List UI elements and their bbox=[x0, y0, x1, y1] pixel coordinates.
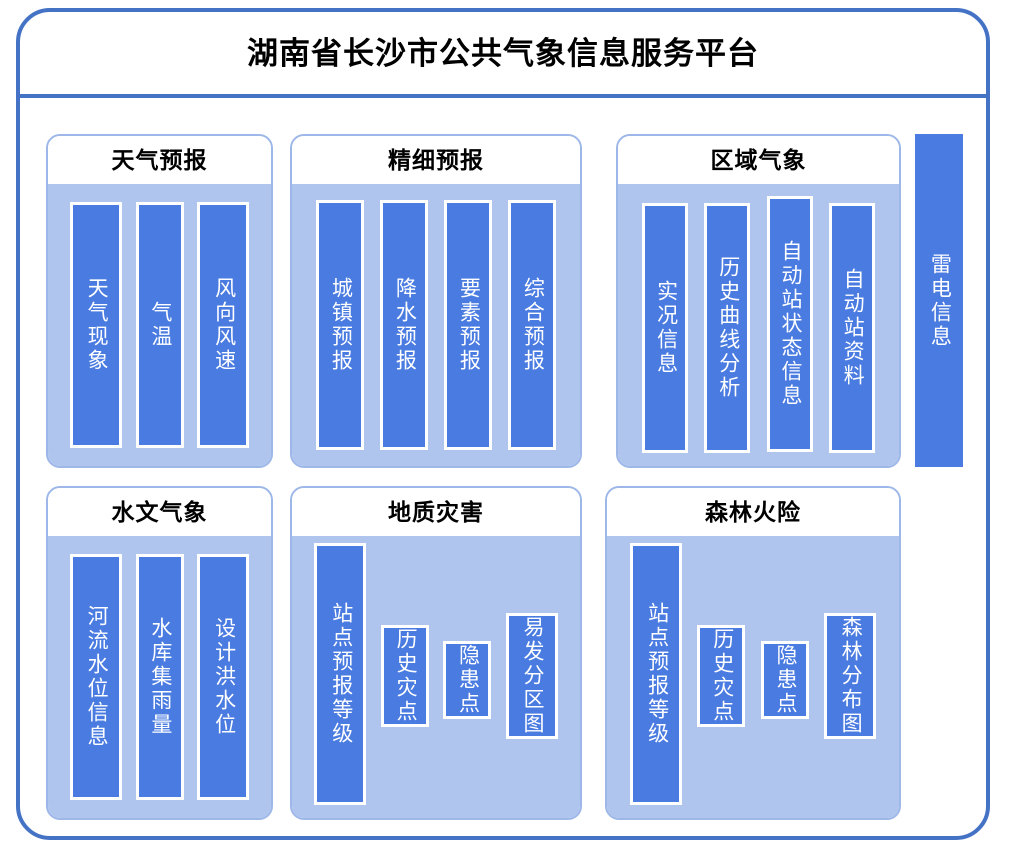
item-label: 历史灾点 bbox=[394, 628, 418, 724]
group-title: 森林火险 bbox=[705, 498, 801, 525]
item-label: 雷电信息 bbox=[928, 252, 952, 349]
item-label: 森林分布图 bbox=[839, 616, 863, 736]
group-title: 区域气象 bbox=[710, 146, 807, 173]
group-body-weather-forecast: 天气现象 气温 风向风速 bbox=[48, 184, 271, 466]
item-bar-hidden-danger-points[interactable]: 隐患点 bbox=[443, 641, 492, 719]
group-card-hydro-weather[interactable]: 水文气象 河流水位信息 水库集雨量 设计洪水位 bbox=[46, 486, 273, 820]
group-header-regional-weather: 区域气象 bbox=[618, 136, 899, 184]
item-label: 风向风速 bbox=[212, 277, 236, 373]
group-body-hydro-weather: 河流水位信息 水库集雨量 设计洪水位 bbox=[48, 536, 271, 818]
group-title: 地质灾害 bbox=[388, 498, 484, 525]
item-label: 易发分区图 bbox=[520, 616, 544, 736]
item-bar-comprehensive-forecast[interactable]: 综合预报 bbox=[508, 200, 556, 450]
item-bar-design-flood-level[interactable]: 设计洪水位 bbox=[197, 554, 250, 800]
group-title: 水文气象 bbox=[111, 498, 208, 525]
item-bar-element-forecast[interactable]: 要素预报 bbox=[444, 200, 492, 450]
item-bar-station-status-information[interactable]: 自动站状态信息 bbox=[766, 196, 813, 452]
item-bar-lightning-information[interactable]: 雷电信息 bbox=[915, 134, 963, 467]
item-bar-precipitation-forecast[interactable]: 降水预报 bbox=[380, 200, 428, 450]
item-label: 综合预报 bbox=[521, 277, 545, 373]
platform-frame: 湖南省长沙市公共气象信息服务平台 天气预报 天气现象 气温 风向风速 bbox=[16, 8, 990, 840]
item-label: 自动站状态信息 bbox=[778, 240, 802, 408]
group-body-fine-forecast: 城镇预报 降水预报 要素预报 综合预报 bbox=[292, 184, 580, 466]
item-bar-wind-direction-speed[interactable]: 风向风速 bbox=[197, 202, 250, 448]
group-card-geo-hazard[interactable]: 地质灾害 站点预报等级 历史灾点 隐患点 易发分区图 bbox=[290, 486, 582, 820]
item-bar-weather-phenomenon[interactable]: 天气现象 bbox=[69, 202, 122, 448]
group-header-fine-forecast: 精细预报 bbox=[292, 136, 580, 184]
group-card-weather-forecast[interactable]: 天气预报 天气现象 气温 风向风速 bbox=[46, 134, 273, 468]
item-label: 降水预报 bbox=[393, 277, 417, 373]
item-bar-live-information[interactable]: 实况信息 bbox=[642, 203, 689, 453]
group-body-regional-weather: 实况信息 历史曲线分析 自动站状态信息 自动站资料 bbox=[618, 184, 899, 466]
item-label: 隐患点 bbox=[456, 644, 480, 716]
item-label: 河流水位信息 bbox=[85, 605, 109, 749]
item-bar-historical-disaster-points[interactable]: 历史灾点 bbox=[697, 625, 746, 727]
item-bar-forest-distribution-map[interactable]: 森林分布图 bbox=[823, 613, 876, 739]
item-label: 水库集雨量 bbox=[148, 617, 172, 737]
group-card-forest-fire[interactable]: 森林火险 站点预报等级 历史灾点 隐患点 森林分布图 bbox=[605, 486, 901, 820]
group-card-regional-weather[interactable]: 区域气象 实况信息 历史曲线分析 自动站状态信息 自动站资料 bbox=[616, 134, 901, 468]
item-label: 站点预报等级 bbox=[645, 602, 669, 746]
item-bar-hidden-danger-points[interactable]: 隐患点 bbox=[760, 641, 809, 719]
group-title: 精细预报 bbox=[388, 146, 484, 173]
item-bar-station-forecast-level[interactable]: 站点预报等级 bbox=[314, 543, 367, 805]
item-label: 隐患点 bbox=[773, 644, 797, 716]
item-bar-river-water-level[interactable]: 河流水位信息 bbox=[69, 554, 122, 800]
group-header-forest-fire: 森林火险 bbox=[607, 488, 899, 536]
item-label: 要素预报 bbox=[457, 277, 481, 373]
group-header-geo-hazard: 地质灾害 bbox=[292, 488, 580, 536]
item-bar-town-forecast[interactable]: 城镇预报 bbox=[316, 200, 364, 450]
item-bar-reservoir-rainfall[interactable]: 水库集雨量 bbox=[135, 554, 184, 800]
item-bar-susceptibility-zoning-map[interactable]: 易发分区图 bbox=[505, 613, 558, 739]
item-label: 实况信息 bbox=[654, 280, 678, 376]
group-body-geo-hazard: 站点预报等级 历史灾点 隐患点 易发分区图 bbox=[292, 536, 580, 818]
item-bar-station-data[interactable]: 自动站资料 bbox=[828, 203, 875, 453]
group-body-forest-fire: 站点预报等级 历史灾点 隐患点 森林分布图 bbox=[607, 536, 899, 818]
platform-title-bar: 湖南省长沙市公共气象信息服务平台 bbox=[20, 12, 986, 98]
item-label: 气温 bbox=[148, 301, 172, 349]
group-title: 天气预报 bbox=[111, 146, 208, 173]
item-bar-historical-disaster-points[interactable]: 历史灾点 bbox=[380, 625, 429, 727]
group-header-hydro-weather: 水文气象 bbox=[48, 488, 271, 536]
item-label: 站点预报等级 bbox=[329, 602, 353, 746]
item-label: 天气现象 bbox=[85, 277, 109, 373]
group-card-fine-forecast[interactable]: 精细预报 城镇预报 降水预报 要素预报 综合预报 bbox=[290, 134, 582, 468]
item-label: 自动站资料 bbox=[841, 268, 865, 388]
page-title: 湖南省长沙市公共气象信息服务平台 bbox=[247, 35, 759, 71]
platform-body: 天气预报 天气现象 气温 风向风速 精细预报 城镇预报 bbox=[20, 98, 986, 836]
item-label: 城镇预报 bbox=[329, 277, 353, 373]
item-label: 设计洪水位 bbox=[212, 617, 236, 737]
item-label: 历史灾点 bbox=[710, 628, 734, 724]
group-header-weather-forecast: 天气预报 bbox=[48, 136, 271, 184]
item-bar-historical-curve-analysis[interactable]: 历史曲线分析 bbox=[704, 203, 751, 453]
item-bar-temperature[interactable]: 气温 bbox=[135, 202, 184, 448]
item-bar-station-forecast-level[interactable]: 站点预报等级 bbox=[630, 543, 683, 805]
item-label: 历史曲线分析 bbox=[716, 256, 740, 400]
